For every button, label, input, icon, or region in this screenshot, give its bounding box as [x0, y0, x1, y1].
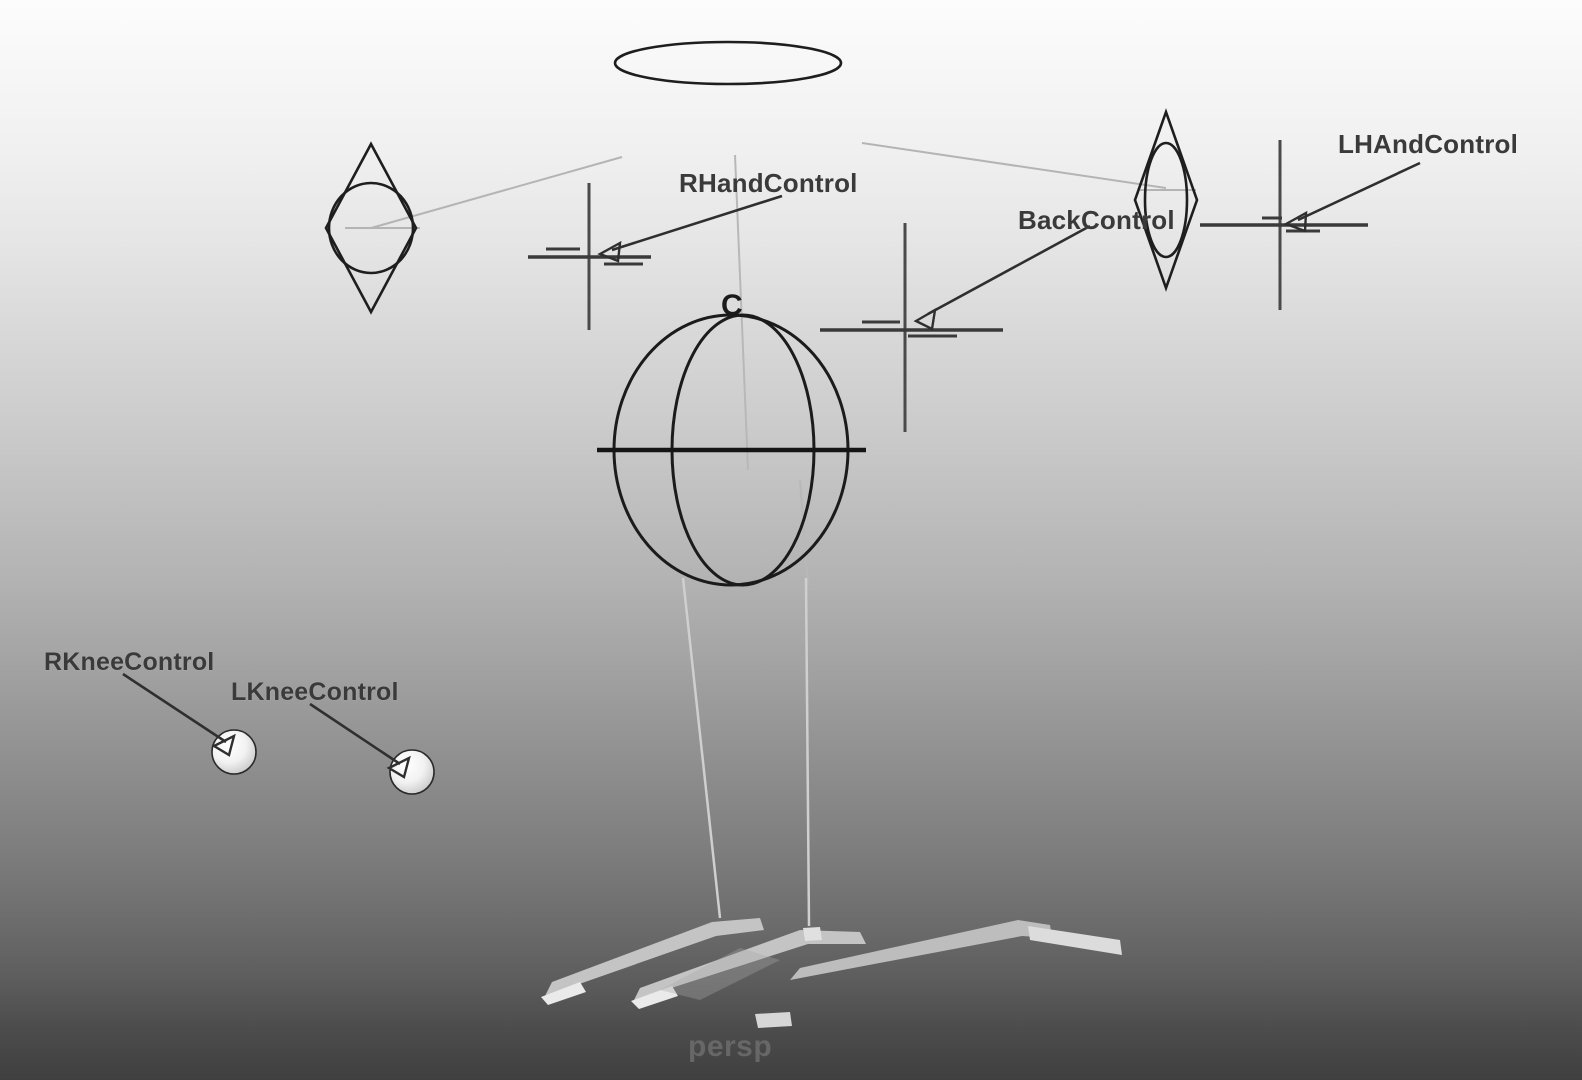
annotation-label-rhandcontrol: RHandControl [679, 168, 858, 198]
sphere-center-marker: C [721, 289, 743, 322]
annotation-label-backcontrol: BackControl [1018, 205, 1175, 235]
left-leg-line [804, 577, 811, 927]
left-eye-circle-shape [327, 181, 415, 275]
left-eye-diamond-shape [324, 141, 418, 315]
left-eye-to-head-line [370, 156, 623, 229]
right-eye-to-head-line [861, 142, 1167, 189]
rknee-sphere[interactable] [211, 729, 257, 775]
torso-right-dim-line [799, 479, 809, 586]
leg-lines [681, 577, 811, 927]
right-leg-line [681, 577, 722, 919]
right-ski[interactable] [545, 918, 764, 996]
annotation-label-rkneecontrol: RKneeControl [44, 648, 215, 676]
ski-binding-right [803, 927, 822, 941]
right-eye-ellipse-shape [1143, 141, 1189, 259]
spine-dim-lines [734, 154, 809, 586]
ski-geometry[interactable] [541, 918, 1122, 1028]
far-ski-tip [1028, 926, 1122, 955]
body-sphere-control[interactable] [597, 313, 866, 587]
annotation-label-lhandcontrol: LHAndControl [1338, 129, 1519, 159]
annotation-label-lkneecontrol: LKneeControl [231, 678, 399, 706]
left-ski-tip [631, 986, 678, 1009]
rhand-locator[interactable] [528, 183, 651, 330]
knee-control-spheres[interactable] [211, 729, 435, 795]
far-ski[interactable] [790, 920, 1052, 980]
camera-name-label: persp [688, 1030, 773, 1063]
right-eye-control[interactable] [1133, 108, 1199, 292]
right-ski-tip [541, 982, 586, 1005]
ski-boot-marker [755, 1012, 792, 1028]
left-eye-control[interactable] [324, 141, 418, 315]
back-locator[interactable] [820, 223, 1003, 432]
lhand-locator[interactable] [1200, 140, 1368, 310]
head-control-ellipse[interactable] [613, 40, 843, 86]
right-eye-diamond-shape [1133, 108, 1199, 292]
ski-shadow-a [660, 948, 780, 1000]
left-ski[interactable] [634, 930, 866, 1000]
lknee-sphere[interactable] [389, 749, 435, 795]
